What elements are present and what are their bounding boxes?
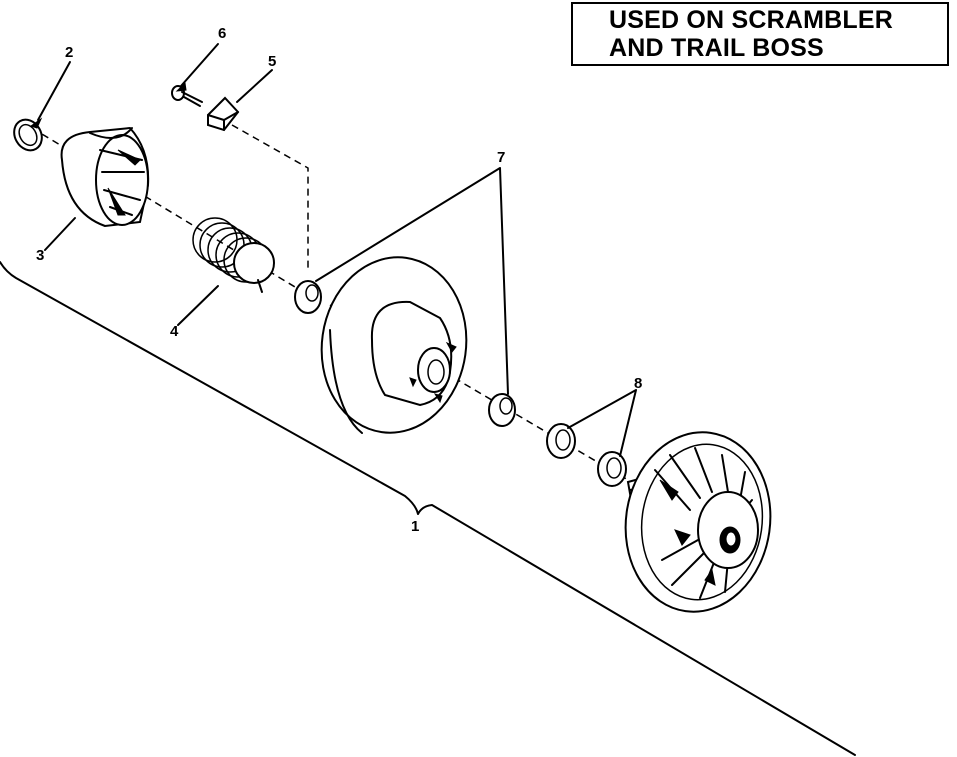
usage-note-box: USED ON SCRAMBLER AND TRAIL BOSS xyxy=(571,2,949,66)
callout-2: 2 xyxy=(65,44,73,61)
usage-note-line-1: USED ON SCRAMBLER xyxy=(609,6,893,34)
part-6-screw xyxy=(171,85,203,107)
callout-5: 5 xyxy=(268,53,276,70)
callout-3: 3 xyxy=(36,247,44,264)
assembly-bracket-line xyxy=(0,261,856,756)
callout-1: 1 xyxy=(411,518,419,535)
callout-7: 7 xyxy=(497,149,505,166)
part-2-retaining-ring xyxy=(13,118,43,152)
callout-8: 8 xyxy=(634,375,642,392)
moveable-sheave xyxy=(320,256,468,434)
part-8-washer-upper xyxy=(546,423,576,459)
part-4-spring xyxy=(192,217,275,293)
usage-note-line-2: AND TRAIL BOSS xyxy=(609,34,824,62)
part-7-bushing-right xyxy=(488,393,516,427)
callout-6: 6 xyxy=(218,25,226,42)
callout-4: 4 xyxy=(170,323,179,340)
part-5-dash-line xyxy=(231,124,309,270)
part-5-button xyxy=(207,96,240,132)
leader-lines xyxy=(29,43,637,457)
stationary-sheave xyxy=(624,431,772,613)
part-8-washer-lower xyxy=(597,451,627,487)
part-7-bushing-left xyxy=(294,280,322,314)
part-3-cam xyxy=(60,126,150,228)
